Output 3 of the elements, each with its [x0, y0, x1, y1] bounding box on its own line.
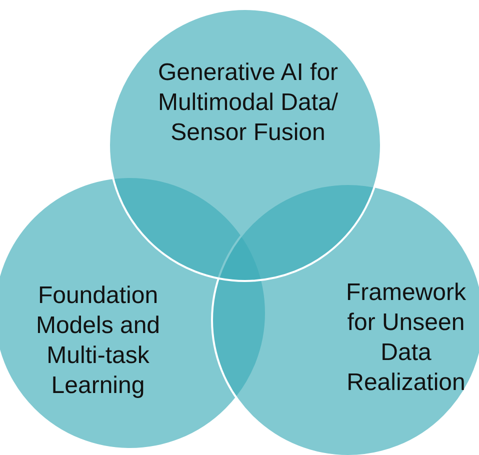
- circle-label: Generative AI for Multimodal Data/ Sensor Fusion: [156, 58, 340, 148]
- circle-label: Foundation Models and Multi-task Learning: [34, 281, 162, 401]
- circle-label: Framework for Unseen Data Realization: [344, 278, 467, 398]
